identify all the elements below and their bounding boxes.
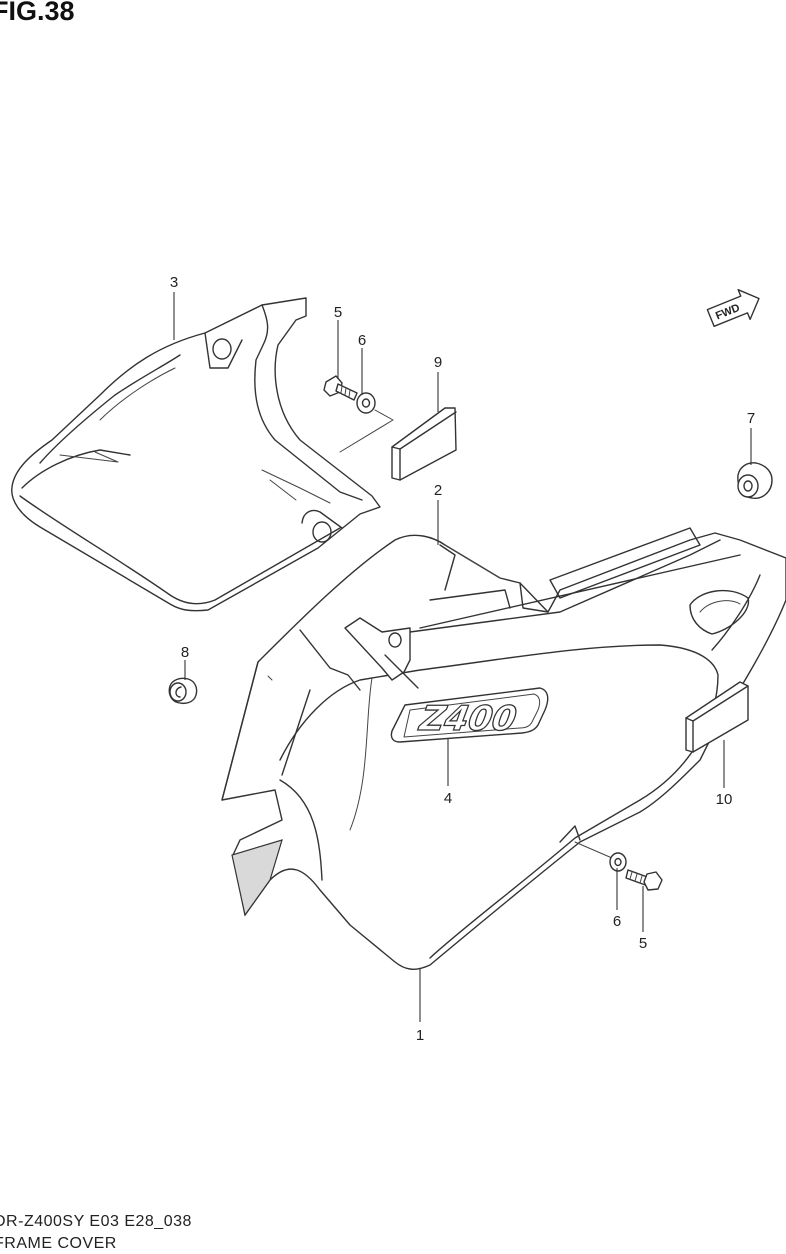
callout-10: 10 <box>716 791 733 808</box>
section-name: FRAME COVER <box>0 1235 117 1252</box>
callout-5-lower: 5 <box>639 935 647 952</box>
part-8-grommet <box>168 677 198 704</box>
part-4-z400-emblem: Z400 <box>390 687 549 743</box>
part-6-washer-upper <box>356 392 376 414</box>
part-3-left-frame-cover <box>11 297 381 612</box>
emblem-text: Z400 <box>416 699 520 739</box>
part-5-screw-lower <box>625 869 663 891</box>
figure-title: FIG.38 <box>0 0 75 26</box>
assembly-line-lower <box>574 841 613 859</box>
part-1-right-frame-cover <box>221 527 786 970</box>
fwd-direction-arrow: FWD <box>706 288 760 328</box>
callout-6-upper: 6 <box>358 332 366 349</box>
leader-lines <box>173 292 752 1022</box>
callout-6-lower: 6 <box>613 913 621 930</box>
assembly-line-upper <box>339 409 394 453</box>
callout-5-upper: 5 <box>334 304 342 321</box>
callout-4: 4 <box>444 790 452 807</box>
callout-8: 8 <box>181 644 189 661</box>
callout-3: 3 <box>170 274 178 291</box>
callout-labels: 1 2 3 4 5 6 5 6 7 8 9 10 <box>170 274 755 1044</box>
part-6-washer-lower <box>574 841 627 872</box>
part-10-cushion-pad <box>685 681 749 753</box>
callout-7: 7 <box>747 410 755 427</box>
callout-2: 2 <box>434 482 442 499</box>
part-9-cushion-pad <box>391 407 457 481</box>
model-code: DR-Z400SY E03 E28_038 <box>0 1213 192 1230</box>
callout-1: 1 <box>416 1027 424 1044</box>
part-5-screw-upper <box>323 375 358 401</box>
part-2-inner-panel <box>444 544 501 579</box>
part-7-grommet <box>737 462 773 499</box>
callout-9: 9 <box>434 354 442 371</box>
